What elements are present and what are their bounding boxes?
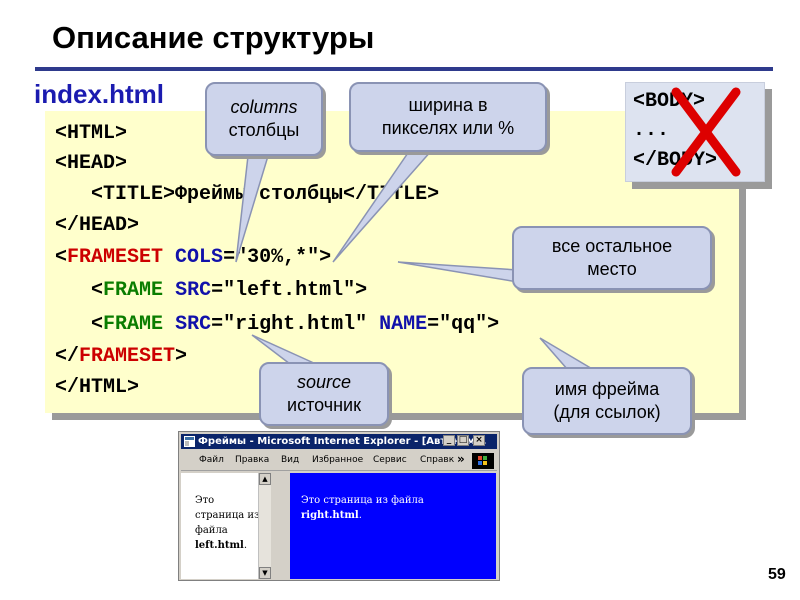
left-frame-period: . (243, 540, 248, 551)
code-line-html-close: </HTML> (55, 376, 140, 399)
left-frame: Это страница из файла left.html. ▲ ▼ (181, 473, 271, 579)
callout-frame-name: имя фрейма (для ссылок) (522, 367, 692, 435)
menu-view[interactable]: Вид (281, 455, 300, 465)
close-button[interactable]: × (473, 435, 485, 446)
code-line-frame-right: <FRAME SRC="right.html" NAME="qq"> (91, 313, 500, 336)
code-line-frameset: <FRAMESET COLS="30%,*"> (55, 246, 332, 269)
body-box-line-close: </BODY> (633, 149, 718, 172)
browser-title-text: Фреймы - Microsoft Internet Explorer - [… (198, 436, 487, 447)
body-box-line-ellipsis: ... (633, 119, 670, 142)
callout-width: ширина в пикселях или % (349, 82, 547, 152)
ie-icon (184, 436, 195, 447)
callout-rest: все остальное место (512, 226, 712, 290)
code-line-html-open: <HTML> (55, 122, 128, 145)
code-line-frame-left: <FRAME SRC="left.html"> (91, 279, 368, 302)
code-line-title: <TITLE>Фреймы-столбцы</TITLE> (91, 183, 440, 206)
right-frame-filename: right.html (301, 510, 359, 521)
code-line-head-open: <HEAD> (55, 152, 128, 175)
menu-edit[interactable]: Правка (235, 455, 270, 465)
callout-source-english: source (296, 372, 352, 392)
callout-columns: columns столбцы (205, 82, 323, 156)
callout-rest-line1: все остальное (551, 236, 673, 256)
red-x-icon (671, 87, 741, 177)
right-frame-sentence: Это страница из файла (301, 495, 424, 506)
callout-source: source источник (259, 362, 389, 426)
code-line-frameset-close: </FRAMESET> (55, 345, 188, 368)
browser-menubar: Файл Правка Вид Избранное Сервис Справк … (181, 451, 497, 471)
callout-width-line1: ширина в (408, 95, 488, 115)
callout-frame-name-line2: (для ссылок) (553, 402, 661, 422)
page-number: 59 (768, 566, 786, 583)
menu-file[interactable]: Файл (199, 455, 224, 465)
menu-help[interactable]: Справк (420, 455, 455, 465)
minimize-button[interactable]: _ (443, 435, 455, 446)
callout-columns-english: columns (230, 97, 298, 117)
maximize-button[interactable]: □ (457, 435, 469, 446)
title-underline (35, 67, 773, 71)
left-frame-sentence: Это страница из файла (195, 495, 260, 536)
right-frame-text: Это страница из файла right.html. (301, 493, 491, 523)
callout-frame-name-line1: имя фрейма (554, 379, 660, 399)
menu-favorites[interactable]: Избранное (312, 455, 364, 465)
scroll-up-button[interactable]: ▲ (259, 473, 271, 485)
left-frame-filename: left.html (195, 540, 244, 551)
filename-label: index.html (34, 79, 165, 109)
windows-logo-icon (472, 453, 494, 469)
windows-flag-graphic (478, 456, 487, 465)
left-frame-scrollbar[interactable]: ▲ ▼ (258, 473, 271, 579)
left-frame-text: Это страница из файла left.html. (195, 493, 261, 553)
browser-titlebar: Фреймы - Microsoft Internet Explorer - [… (181, 434, 497, 449)
callout-rest-line2: место (587, 259, 637, 279)
callout-source-russian: источник (287, 395, 361, 415)
callout-columns-russian: столбцы (228, 120, 300, 140)
callout-width-line2: пикселях или % (381, 118, 515, 138)
right-frame: Это страница из файла right.html. (290, 473, 496, 579)
right-frame-period: . (358, 510, 362, 521)
browser-window: Фреймы - Microsoft Internet Explorer - [… (178, 431, 500, 581)
body-box: <BODY> ... </BODY> (625, 82, 765, 182)
scroll-down-button[interactable]: ▼ (259, 567, 271, 579)
menu-tools[interactable]: Сервис (373, 455, 407, 465)
code-line-head-close: </HEAD> (55, 214, 140, 237)
frame-divider[interactable] (273, 473, 289, 579)
menu-more-chevron[interactable]: » (457, 452, 465, 466)
slide-title: Описание структуры (52, 20, 375, 55)
